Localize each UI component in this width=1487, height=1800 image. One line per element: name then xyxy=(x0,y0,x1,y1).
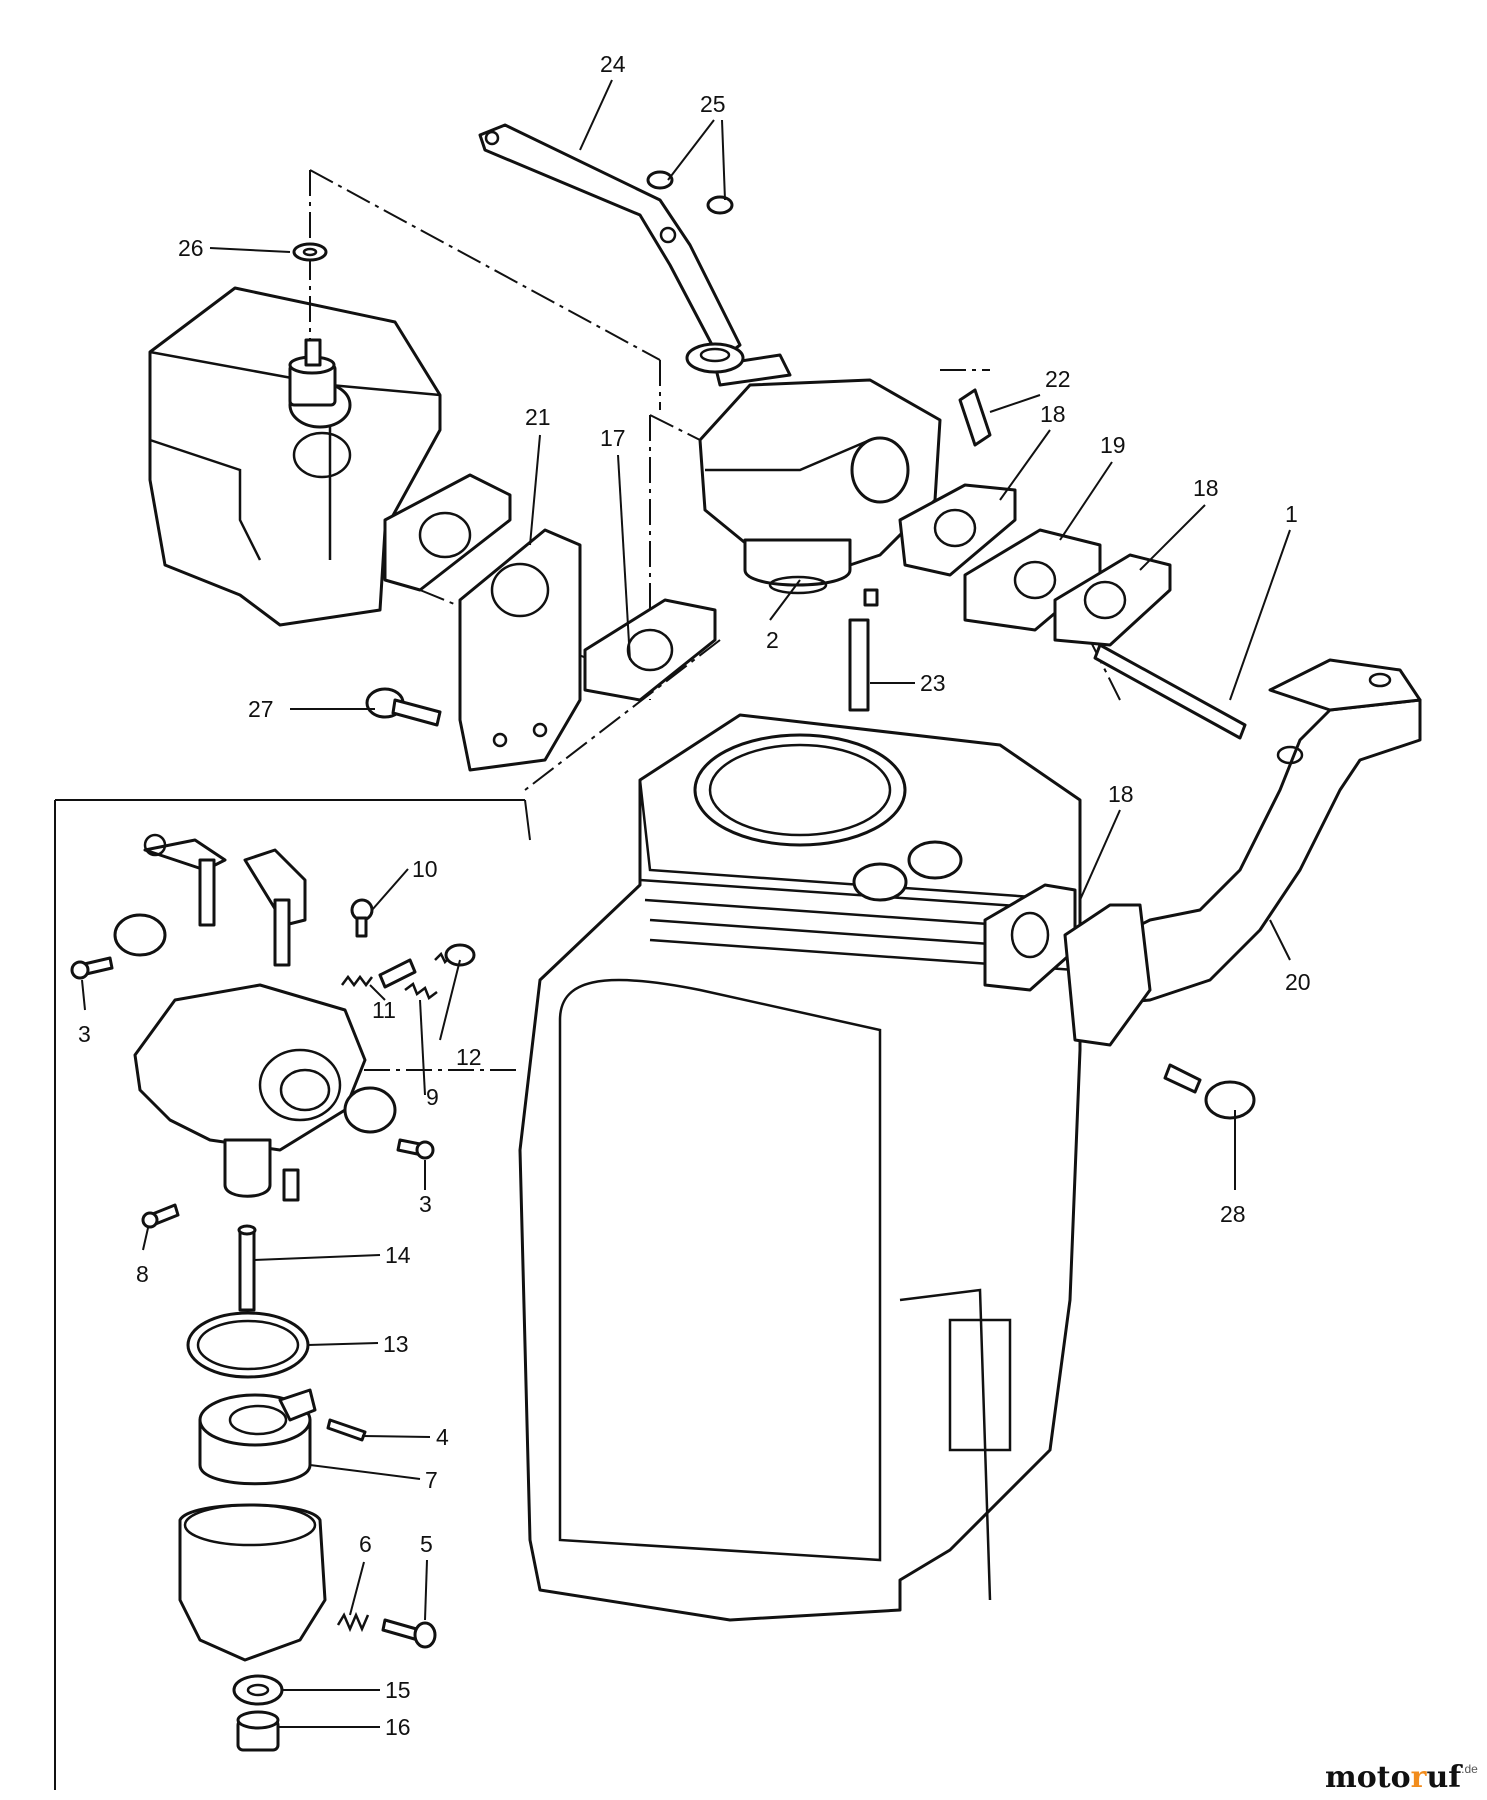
screw-idle xyxy=(378,958,417,989)
callout-27: 27 xyxy=(248,696,274,722)
watermark-logo: motoruf.de xyxy=(1325,1760,1478,1795)
inset-frame xyxy=(54,799,531,1790)
carb-body-inset xyxy=(133,983,367,1202)
callout-3-right: 3 xyxy=(419,1191,432,1217)
callout-9: 9 xyxy=(426,1084,439,1110)
callout-26: 26 xyxy=(178,235,204,261)
callout-5: 5 xyxy=(420,1531,433,1557)
throttle-shaft xyxy=(243,848,307,967)
callout-28: 28 xyxy=(1220,1201,1246,1227)
screw-12 xyxy=(434,943,476,967)
spring-11 xyxy=(341,974,373,988)
callout-22: 22 xyxy=(1045,366,1071,392)
stud-1 xyxy=(1093,643,1247,740)
choke-shaft xyxy=(143,833,227,927)
exhaust-flange xyxy=(1063,903,1152,1047)
exhaust-pipe-20 xyxy=(1088,658,1422,1007)
pin-4 xyxy=(326,1418,367,1442)
spring-6 xyxy=(336,1611,370,1633)
callout-15: 15 xyxy=(385,1677,411,1703)
screw-5 xyxy=(381,1618,437,1649)
callout-18-lower: 18 xyxy=(1108,781,1134,807)
washer-26 xyxy=(292,242,328,262)
callout-16: 16 xyxy=(385,1714,411,1740)
callout-18-upper: 18 xyxy=(1040,401,1066,427)
bolt-28 xyxy=(1163,1063,1256,1120)
throttle-plate xyxy=(343,1086,397,1134)
pin-23 xyxy=(848,618,870,712)
callout-10: 10 xyxy=(412,856,438,882)
callout-25: 25 xyxy=(700,91,726,117)
callout-11: 11 xyxy=(372,997,396,1023)
gasket-17 xyxy=(583,598,717,702)
air-cleaner-housing xyxy=(148,286,442,627)
gasket-18-right xyxy=(1053,553,1172,647)
gasket-left xyxy=(383,473,512,592)
pin-22 xyxy=(958,388,992,447)
callout-1: 1 xyxy=(1285,501,1298,527)
gasket-13 xyxy=(186,1311,310,1379)
callout-4: 4 xyxy=(436,1424,449,1450)
callout-21: 21 xyxy=(525,404,551,430)
callout-24: 24 xyxy=(600,51,626,77)
carburetor-assembly xyxy=(698,336,942,607)
engine-cylinder xyxy=(518,713,1082,1622)
choke-plate xyxy=(113,913,167,957)
float-7 xyxy=(198,1388,317,1486)
screw-10 xyxy=(350,898,374,938)
nozzle-14 xyxy=(237,1224,257,1312)
spring-9 xyxy=(404,982,438,1000)
bolt-27 xyxy=(365,687,442,727)
bracket-21 xyxy=(458,528,582,772)
gasket-18-upper xyxy=(898,483,1017,577)
washer-15 xyxy=(232,1674,284,1706)
callout-6: 6 xyxy=(359,1531,372,1557)
callout-2: 2 xyxy=(766,627,779,653)
callout-19: 19 xyxy=(1100,432,1126,458)
link-rod-24 xyxy=(478,123,745,374)
callout-14: 14 xyxy=(385,1242,411,1268)
callout-3-left: 3 xyxy=(78,1021,91,1047)
callout-18-right: 18 xyxy=(1193,475,1219,501)
callout-23: 23 xyxy=(920,670,946,696)
callout-8: 8 xyxy=(136,1261,149,1287)
float-bowl xyxy=(178,1503,327,1662)
callout-7: 7 xyxy=(425,1467,438,1493)
callout-13: 13 xyxy=(383,1331,409,1357)
callouts: 24 25 26 21 17 22 18 19 18 1 2 23 27 18 … xyxy=(78,51,1311,1740)
screw-3-right xyxy=(396,1138,435,1160)
leader-lines xyxy=(81,79,1291,1728)
clips-25 xyxy=(646,170,734,215)
screw-8 xyxy=(141,1203,180,1229)
screw-3-left xyxy=(70,956,114,980)
drain-plug-16 xyxy=(236,1710,280,1752)
callout-20: 20 xyxy=(1285,969,1311,995)
svg-text:motoruf.de: motoruf.de xyxy=(1325,1760,1478,1795)
callout-12: 12 xyxy=(456,1044,482,1070)
callout-17: 17 xyxy=(600,425,626,451)
